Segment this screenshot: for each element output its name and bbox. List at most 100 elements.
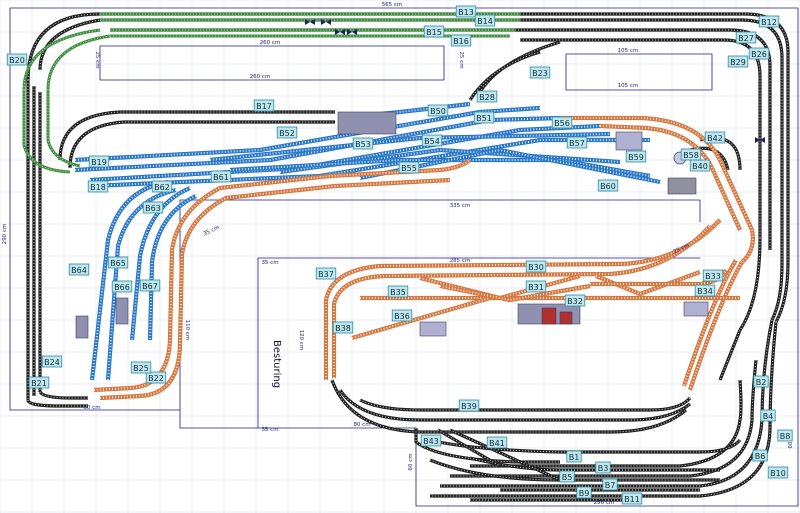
block-label: B15 — [423, 25, 445, 38]
black-track-sleepers — [27, 399, 88, 407]
block-label-box — [111, 280, 133, 293]
block-label-text: B17 — [256, 102, 272, 111]
block-label-text: B11 — [624, 495, 640, 504]
block-label: B65 — [107, 256, 129, 269]
black-track-sleepers — [699, 137, 741, 171]
black-track — [718, 237, 762, 381]
orange-track-sleepers — [560, 117, 754, 263]
block-label: B40 — [689, 159, 711, 172]
black-track-sleepers — [470, 379, 742, 467]
block-label-text: B1 — [569, 453, 580, 462]
block-label: B52 — [276, 126, 298, 139]
block-label-text: B16 — [453, 37, 469, 46]
block-label-text: B35 — [390, 288, 406, 297]
block-label: B6 — [752, 449, 768, 462]
block-label-text: B52 — [279, 129, 295, 138]
block-label: B29 — [727, 55, 749, 68]
black-track — [468, 50, 541, 101]
block-label-box — [142, 201, 164, 214]
block-label-text: B24 — [44, 358, 60, 367]
block-label: B2 — [753, 375, 769, 388]
green-track — [46, 90, 81, 168]
block-label: B57 — [566, 136, 588, 149]
block-label: B67 — [139, 279, 161, 292]
block-label: B11 — [621, 492, 643, 505]
dimension-label: 105 cm — [618, 83, 639, 89]
black-track-sleepers — [719, 237, 761, 381]
block-label-text: B25 — [133, 364, 149, 373]
building-icon — [559, 311, 573, 325]
block-label-text: B37 — [318, 270, 334, 279]
dimension-label: 290 cm — [2, 224, 8, 245]
block-label-text: B38 — [335, 324, 351, 333]
block-label-text: B26 — [751, 50, 767, 59]
dimension-label: 105 cm — [618, 48, 639, 54]
signal-icon — [335, 29, 345, 35]
signal-icon — [755, 137, 765, 143]
orange-track — [439, 283, 591, 303]
block-label: B13 — [455, 5, 477, 18]
block-labels: B1B2B3B4B5B6B7B8B9B10B11B12B13B14B15B16B… — [6, 5, 793, 505]
block-label-box — [352, 137, 374, 150]
block-label-box — [315, 267, 337, 280]
black-track — [26, 399, 88, 408]
dimension-label: 260 cm — [250, 74, 271, 80]
block-label-text: B2 — [756, 378, 767, 387]
orange-track-sleepers — [595, 271, 701, 295]
scenery-objects — [75, 19, 765, 339]
block-label: B43 — [420, 434, 442, 447]
block-label: B9 — [576, 486, 592, 499]
block-label-text: B36 — [394, 312, 410, 321]
block-label-box — [525, 280, 547, 293]
block-label-box — [595, 461, 611, 474]
block-label-text: B50 — [430, 107, 446, 116]
block-label-box — [566, 450, 582, 463]
black-track-sleepers — [59, 111, 335, 161]
black-track-sleepers — [359, 397, 691, 411]
orange-track-sleepers — [419, 275, 581, 299]
block-label: B60 — [597, 179, 619, 192]
block-label-text: B54 — [424, 137, 440, 146]
block-label-box — [139, 279, 161, 292]
block-label-box — [564, 294, 586, 307]
block-label-text: B3 — [598, 464, 609, 473]
black-track-sleepers — [520, 39, 761, 238]
track-group-orange — [93, 115, 755, 401]
block-label-box — [458, 399, 480, 412]
block-label-box — [476, 90, 498, 103]
block-label: B27 — [735, 31, 757, 44]
block-label-text: B56 — [554, 119, 570, 128]
block-label: B16 — [450, 34, 472, 47]
black-track-sleepers — [450, 359, 757, 477]
dimension-label: 80 cm — [353, 422, 370, 428]
block-label-box — [486, 436, 508, 449]
orange-track — [688, 260, 744, 391]
block-label-box — [28, 376, 50, 389]
signal-icon — [347, 29, 357, 35]
block-label-text: B64 — [71, 266, 87, 275]
block-label: B61 — [210, 170, 232, 183]
block-label: B63 — [142, 201, 164, 214]
block-label: B36 — [391, 309, 413, 322]
black-track — [338, 389, 691, 422]
block-label: B64 — [68, 263, 90, 276]
block-label: B33 — [702, 269, 724, 282]
block-label-text: B27 — [738, 34, 754, 43]
block-label: B32 — [564, 294, 586, 307]
dimension-label: 110 cm — [184, 320, 190, 341]
block-label: B37 — [315, 267, 337, 280]
block-label-text: B22 — [148, 374, 164, 383]
block-label-box — [474, 14, 496, 27]
dimension-label: 260 cm — [260, 40, 281, 46]
block-label-text: B62 — [154, 183, 170, 192]
block-label: B30 — [525, 260, 547, 273]
block-label-box — [427, 104, 449, 117]
block-label: B55 — [398, 161, 420, 174]
dimension-label: 50 cm — [83, 405, 100, 411]
block-label-box — [130, 361, 152, 374]
block-label-text: B53 — [355, 140, 371, 149]
dimension-label: 35 cm — [261, 260, 278, 266]
block-label-box — [767, 466, 789, 479]
block-label-text: B65 — [110, 259, 126, 268]
